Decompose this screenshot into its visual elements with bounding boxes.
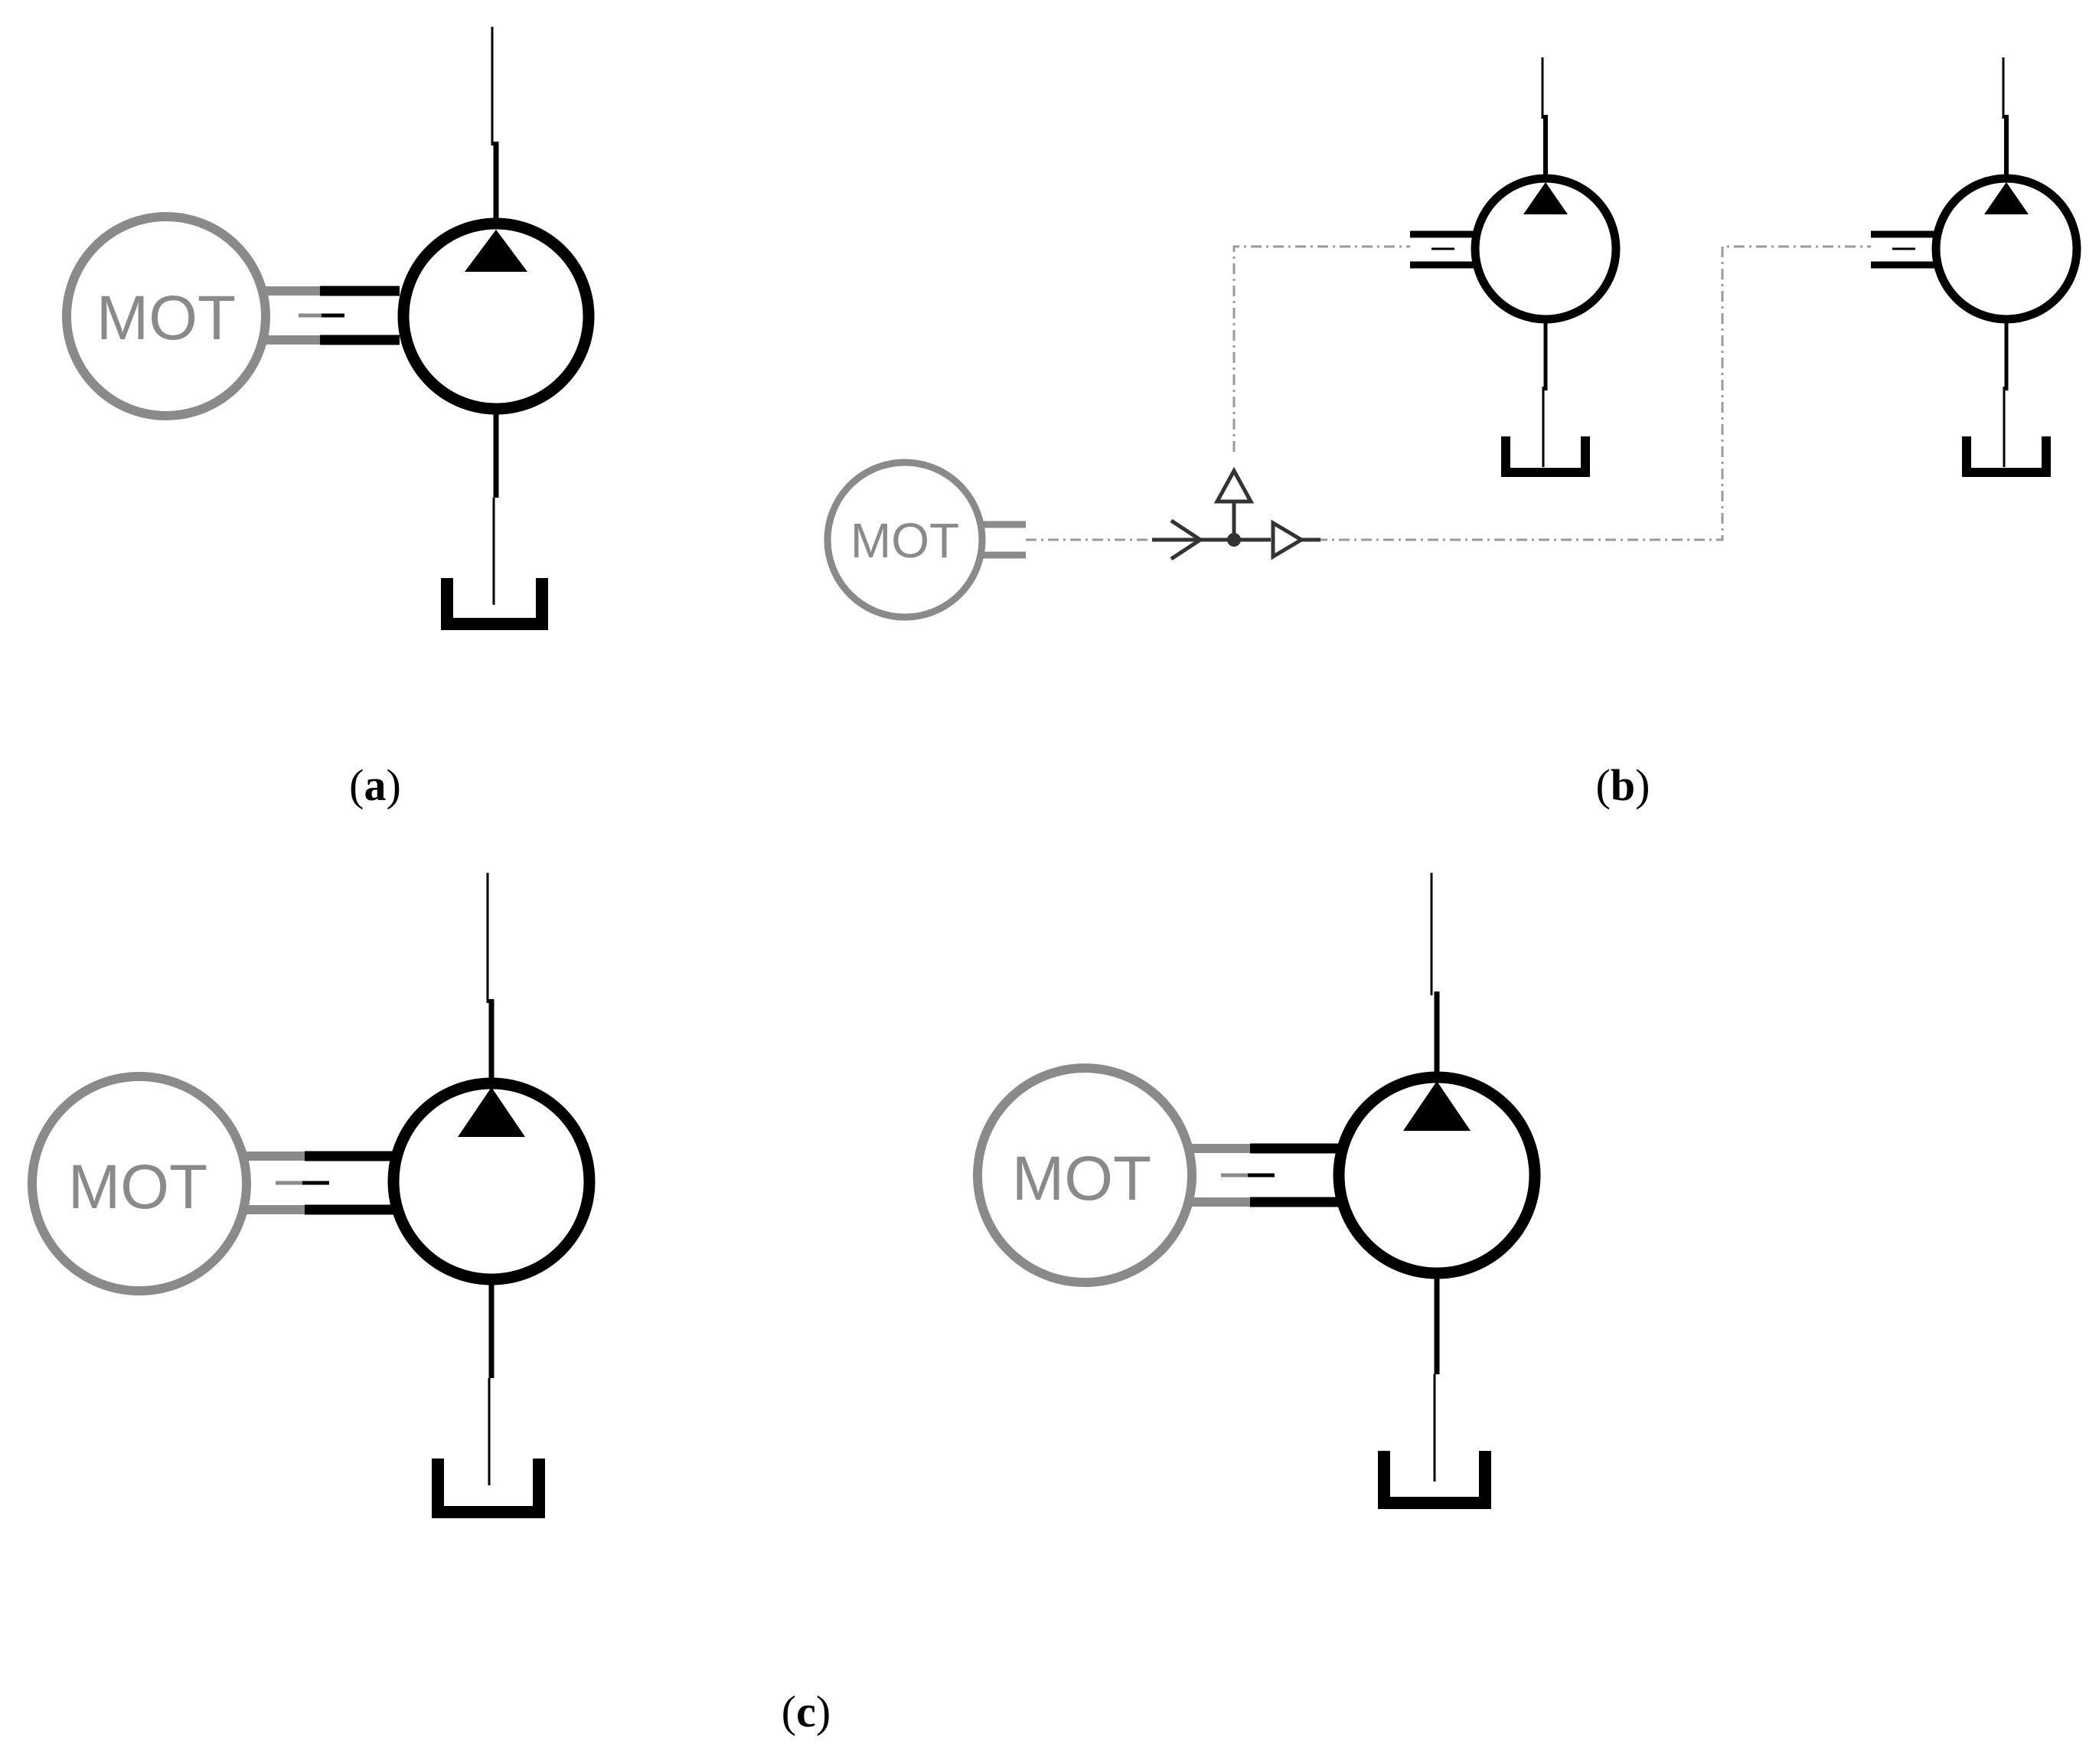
panel-label-a: (a) (349, 760, 401, 810)
hydraulic-pump-icon (1471, 174, 1621, 324)
mechanical-transmission-lines (1026, 245, 1871, 541)
tank-reservoir-icon (1501, 436, 1590, 477)
electric-motor-icon: MOT (973, 1063, 1196, 1287)
shaft-coupling (264, 286, 400, 345)
panel-label-b: (b) (1596, 760, 1650, 810)
mechanical-junction-icon (1152, 466, 1320, 561)
electric-motor-icon: MOT (62, 212, 270, 420)
tank-reservoir-icon (432, 1459, 545, 1518)
hydraulic-pump-icon (1333, 1071, 1541, 1279)
tank-reservoir-icon (441, 578, 548, 630)
tank-reservoir-icon (1378, 1451, 1491, 1509)
electric-motor-icon: MOT (28, 1072, 251, 1295)
panel-c-left: MOT (28, 873, 596, 1518)
pump-unit-2 (1871, 57, 2081, 477)
panel-label-c: (c) (782, 1687, 831, 1736)
hydraulic-pump-icon (1931, 174, 2081, 324)
motor-label: MOT (850, 513, 959, 568)
motor-label: MOT (1012, 1144, 1151, 1214)
pump-unit-1 (1410, 57, 1621, 477)
panel-a: MOT (62, 27, 595, 630)
electric-motor-icon: MOT (824, 459, 1026, 621)
panel-b: MOT (824, 57, 2081, 621)
motor-label: MOT (96, 283, 236, 353)
panel-c-right: MOT (973, 873, 1541, 1509)
shaft-coupling (1190, 1143, 1339, 1207)
hydraulic-pump-icon (397, 217, 595, 415)
motor-label: MOT (68, 1152, 207, 1222)
hydraulic-pump-icon (387, 1077, 596, 1285)
shaft-coupling (245, 1151, 393, 1215)
tank-reservoir-icon (1962, 436, 2051, 477)
